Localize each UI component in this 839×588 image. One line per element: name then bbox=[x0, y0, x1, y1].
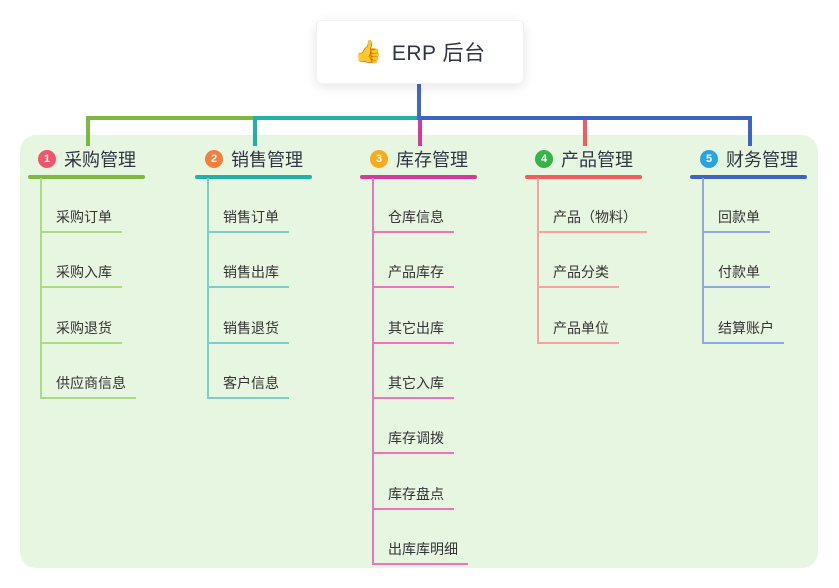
branch-item[interactable]: 其它出库 bbox=[372, 318, 454, 344]
branches-panel bbox=[20, 135, 818, 568]
branch-number-badge: 5 bbox=[700, 150, 718, 168]
branch-item[interactable]: 销售出库 bbox=[207, 262, 289, 288]
branch-item[interactable]: 采购退货 bbox=[40, 318, 122, 344]
thumbs-up-icon: 👍 bbox=[354, 39, 382, 64]
branch-item[interactable]: 库存调拨 bbox=[372, 428, 454, 454]
branch-underline bbox=[525, 175, 642, 179]
branch-items-line bbox=[207, 178, 209, 399]
branch-item[interactable]: 产品分类 bbox=[537, 262, 619, 288]
branch-items-line bbox=[537, 178, 539, 344]
branch-items-line bbox=[702, 178, 704, 344]
branch-item[interactable]: 供应商信息 bbox=[40, 373, 136, 399]
branch-items-line bbox=[372, 178, 374, 565]
branch-number-badge: 2 bbox=[205, 150, 223, 168]
branch-label: 产品管理 bbox=[561, 150, 633, 170]
branch-label: 库存管理 bbox=[396, 150, 468, 170]
branch-item[interactable]: 出库库明细 bbox=[372, 539, 468, 565]
branch-label: 财务管理 bbox=[726, 150, 798, 170]
branch-item[interactable]: 采购入库 bbox=[40, 262, 122, 288]
branch-header[interactable]: 4 产品管理 bbox=[535, 148, 633, 170]
root-node[interactable]: 👍 ERP 后台 bbox=[316, 20, 524, 84]
branch-header[interactable]: 1 采购管理 bbox=[38, 148, 136, 170]
branch-item[interactable]: 结算账户 bbox=[702, 318, 784, 344]
branch-underline bbox=[195, 175, 312, 179]
branch-underline bbox=[28, 175, 145, 179]
branch-item[interactable]: 产品库存 bbox=[372, 262, 454, 288]
branch-number-badge: 1 bbox=[38, 150, 56, 168]
branch-item[interactable]: 付款单 bbox=[702, 262, 770, 288]
branch-item[interactable]: 其它入库 bbox=[372, 373, 454, 399]
branch-item[interactable]: 回款单 bbox=[702, 207, 770, 233]
branch-header[interactable]: 5 财务管理 bbox=[700, 148, 798, 170]
branch-item[interactable]: 产品单位 bbox=[537, 318, 619, 344]
branch-header[interactable]: 2 销售管理 bbox=[205, 148, 303, 170]
branch-number-badge: 3 bbox=[370, 150, 388, 168]
branch-label: 采购管理 bbox=[64, 150, 136, 170]
branch-item[interactable]: 客户信息 bbox=[207, 373, 289, 399]
branch-header[interactable]: 3 库存管理 bbox=[370, 148, 468, 170]
branch-item[interactable]: 产品（物料） bbox=[537, 207, 647, 233]
branch-label: 销售管理 bbox=[231, 150, 303, 170]
branch-number-badge: 4 bbox=[535, 150, 553, 168]
branch-item[interactable]: 库存盘点 bbox=[372, 484, 454, 510]
branch-item[interactable]: 销售订单 bbox=[207, 207, 289, 233]
branch-item[interactable]: 采购订单 bbox=[40, 207, 122, 233]
branch-underline bbox=[360, 175, 477, 179]
branch-items-line bbox=[40, 178, 42, 399]
root-node-label: ERP 后台 bbox=[391, 42, 486, 65]
branch-underline bbox=[690, 175, 807, 179]
branch-item[interactable]: 销售退货 bbox=[207, 318, 289, 344]
branch-item[interactable]: 仓库信息 bbox=[372, 207, 454, 233]
